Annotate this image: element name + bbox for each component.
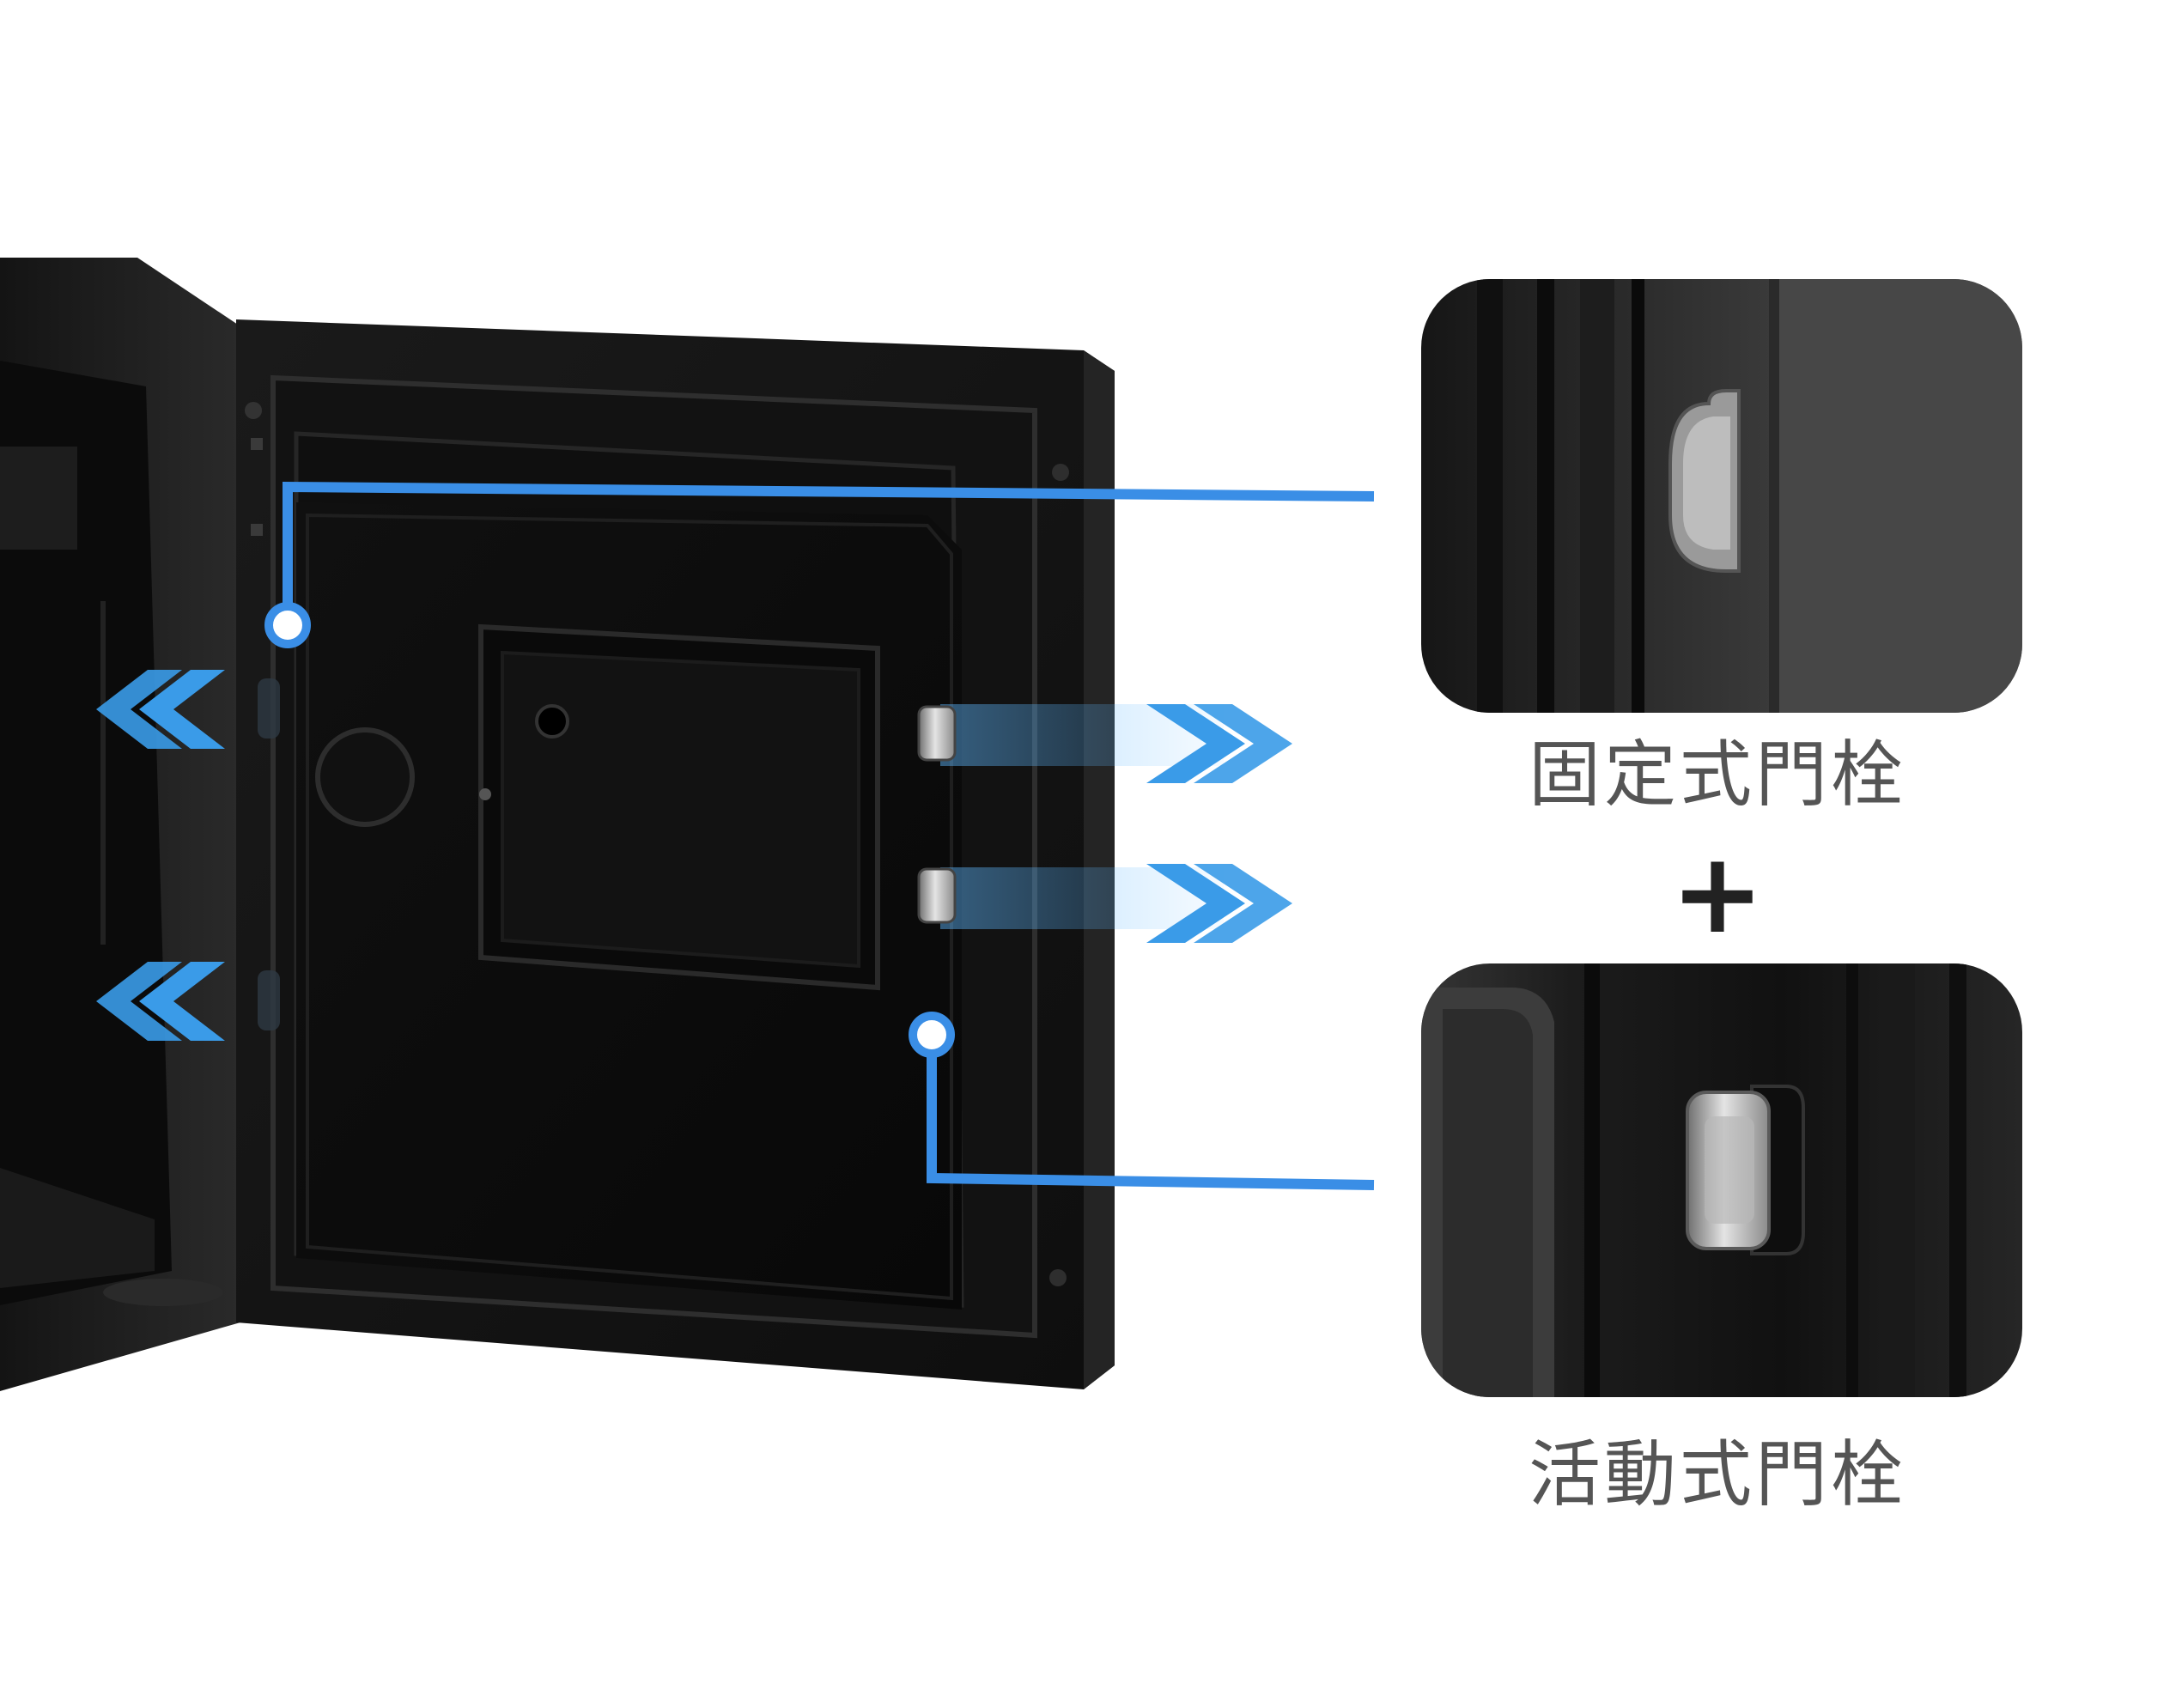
movable-bolt-closeup	[1421, 963, 2022, 1397]
movable-bolt-caption: 活動式門栓	[1528, 1432, 1906, 1517]
fixed-bolt-closeup	[1421, 279, 2022, 713]
chevron-left-icon	[96, 670, 225, 1041]
callout-fixed-bolt	[264, 481, 1375, 648]
fixed-bolts	[258, 678, 280, 1030]
plus-sign: +	[1670, 828, 1765, 958]
safe-body	[0, 258, 240, 1391]
fixed-bolt-caption: 固定式門栓	[1528, 732, 1906, 817]
callout-movable-bolt	[909, 1012, 1375, 1190]
safe-door	[236, 319, 1115, 1389]
chevron-right-icon	[1146, 704, 1292, 943]
